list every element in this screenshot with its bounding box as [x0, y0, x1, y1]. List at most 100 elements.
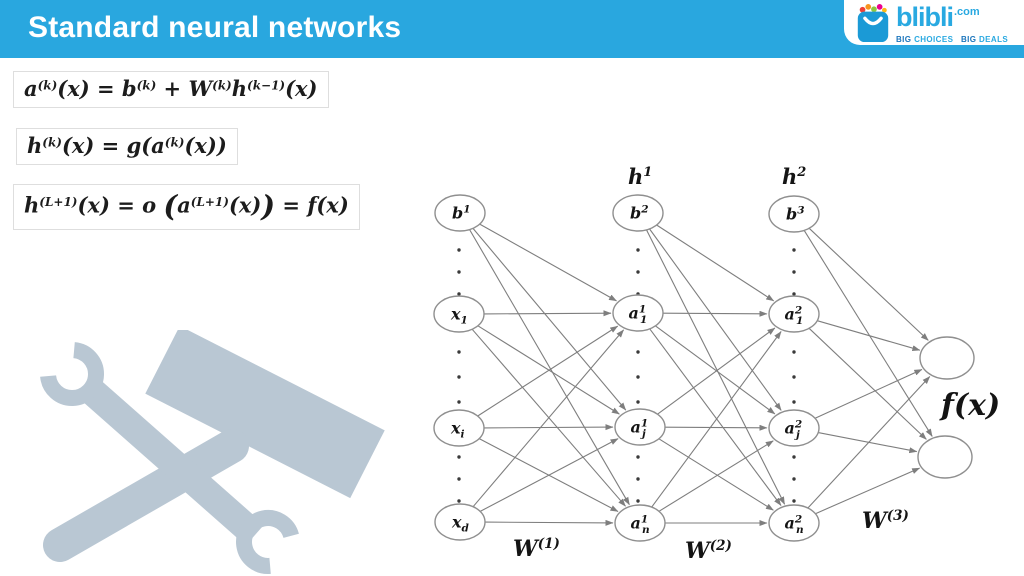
ellipsis-dot: [457, 248, 461, 252]
tools-watermark-icon: [40, 330, 385, 574]
layer-label-h1: h1: [628, 164, 652, 189]
ellipsis-dot: [792, 270, 796, 274]
network-node-b1: b1: [434, 194, 486, 232]
network-ellipsis-dots: [457, 248, 796, 503]
network-node-xd: xd: [434, 503, 486, 541]
ellipsis-dot: [792, 292, 796, 296]
ellipsis-dot: [792, 400, 796, 404]
network-edge-b2-aj2: [649, 228, 782, 411]
network-edge-xi-aj1: [483, 424, 614, 431]
svg-text:a11: a11: [629, 304, 648, 327]
logo-brand-text: blibli: [896, 1, 954, 32]
svg-text:a21: a21: [785, 305, 804, 328]
equation-superscript: (k): [164, 135, 185, 150]
network-edge-x1-a11: [483, 310, 612, 317]
ellipsis-dot: [636, 400, 640, 404]
network-edge-b1-a11: [479, 223, 617, 302]
svg-text:x1: x1: [450, 305, 468, 327]
equation-superscript: (L+1): [39, 194, 78, 209]
network-edge-an2-o2: [815, 467, 921, 515]
network-edge-a11-a12: [662, 310, 768, 317]
network-edge-an1-aj2: [658, 440, 774, 512]
ellipsis-dot: [457, 499, 461, 503]
tagline-big-2: BIG: [960, 34, 977, 44]
ellipsis-dot: [457, 292, 461, 296]
output-function-label: f(x): [939, 388, 1000, 423]
network-edge-b3-o1: [808, 227, 929, 341]
network-edge-b1-aj1: [472, 228, 627, 411]
svg-text:xi: xi: [450, 419, 465, 441]
equation-superscript: (L+1): [190, 194, 229, 209]
network-edge-an2-o1: [807, 376, 931, 509]
network-node-o1: [919, 336, 975, 380]
network-edge-xd-aj1: [479, 438, 619, 512]
ellipsis-dot: [792, 477, 796, 481]
logo-text: blibli.com BIG CHOICES BIG DEALS: [896, 3, 1013, 44]
network-edge-aj1-a12: [657, 327, 776, 415]
network-node-x1: x1: [433, 295, 485, 333]
ellipsis-dot: [792, 375, 796, 379]
network-edge-b1-an1: [469, 229, 630, 506]
ellipsis-dot: [792, 248, 796, 252]
network-edge-b2-an2: [646, 229, 786, 505]
tagline-deals: DEALS: [979, 34, 1009, 44]
network-node-xi: xi: [433, 409, 485, 447]
network-edge-an1-a12: [651, 331, 782, 508]
ellipsis-dot: [457, 350, 461, 354]
blibli-logo: blibli.com BIG CHOICES BIG DEALS: [844, 0, 1024, 45]
ellipsis-dot: [457, 270, 461, 274]
network-edge-aj1-an2: [658, 438, 774, 511]
equation-hidden-activation: h(k)(x) = g(a(k)(x)): [16, 128, 238, 165]
svg-text:a2n: a2n: [785, 514, 804, 537]
svg-text:b1: b1: [452, 204, 471, 223]
tagline-big-1: BIG: [896, 34, 912, 44]
svg-text:a1j: a1j: [631, 418, 649, 441]
ellipsis-dot: [636, 270, 640, 274]
network-node-o2: [917, 435, 973, 479]
network-edge-a12-o1: [817, 320, 921, 352]
network-edge-aj2-o2: [818, 432, 918, 454]
network-node-b2: b2: [612, 194, 664, 232]
ellipsis-dot: [636, 350, 640, 354]
layer-label-h2: h2: [782, 164, 806, 189]
equation-preactivation: a(k)(x) = b(k) + W(k)h(k−1)(x): [13, 71, 329, 108]
svg-text:b3: b3: [786, 205, 805, 224]
ellipsis-dot: [792, 350, 796, 354]
weight-label-W3: W(3): [862, 508, 909, 534]
equation-big-paren: (: [163, 189, 178, 223]
network-edge-a12-o2: [808, 327, 927, 440]
network-edge-xd-an1: [484, 519, 614, 526]
network-edge-a11-aj2: [655, 325, 776, 415]
ellipsis-dot: [636, 477, 640, 481]
ellipsis-dot: [792, 499, 796, 503]
network-edges: [469, 223, 933, 526]
svg-text:a1n: a1n: [631, 514, 650, 537]
equation-superscript: (k): [136, 78, 157, 93]
slide-title: Standard neural networks: [28, 11, 402, 44]
logo-tagline: BIG CHOICES BIG DEALS: [896, 35, 1013, 44]
ellipsis-dot: [636, 375, 640, 379]
weight-label-W1: W(1): [513, 536, 560, 562]
equation-superscript: (k−1): [247, 78, 286, 93]
ellipsis-dot: [457, 400, 461, 404]
ellipsis-dot: [457, 375, 461, 379]
network-labels: h1 h2W(1) W(2) W(3) f(x): [513, 164, 1000, 564]
network-edge-b2-a12: [656, 224, 775, 302]
logo-tld-text: .com: [954, 5, 980, 18]
ellipsis-dot: [636, 248, 640, 252]
ellipsis-dot: [792, 455, 796, 459]
shopping-bag-icon: [857, 3, 889, 42]
ellipsis-dot: [457, 477, 461, 481]
network-node-b3: b3: [768, 195, 820, 233]
weight-label-W2: W(2): [685, 538, 732, 564]
equation-superscript: (k): [37, 78, 58, 93]
network-edge-xd-a11: [472, 329, 625, 508]
